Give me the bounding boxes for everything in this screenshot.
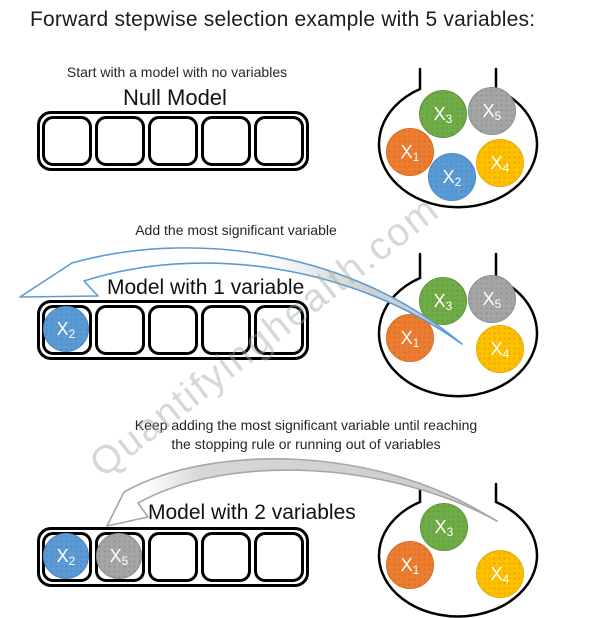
step1-heading: Null Model (123, 85, 227, 110)
step3-heading: Model with 2 variables (148, 501, 356, 524)
model-slot-empty (95, 116, 145, 166)
step1-model-row (37, 111, 309, 171)
model-slot-empty (254, 532, 304, 582)
model-slot-empty (148, 305, 198, 355)
model-slot-empty (42, 116, 92, 166)
step3-caption: Keep adding the most significant variabl… (135, 416, 477, 454)
step1-caption: Start with a model with no variables (66, 64, 288, 80)
step3-caption-line2: the stopping rule or running out of vari… (171, 436, 441, 452)
model-slot-empty (201, 116, 251, 166)
model-slot-empty (148, 116, 198, 166)
model-slot-empty (95, 305, 145, 355)
model-slot-empty (148, 532, 198, 582)
model-slot-empty (201, 532, 251, 582)
model-slot-empty (254, 116, 304, 166)
step2-caption: Add the most significant variable (135, 222, 337, 238)
page-title: Forward stepwise selection example with … (30, 8, 536, 31)
step2-heading: Model with 1 variable (107, 276, 305, 299)
step3-caption-line1: Keep adding the most significant variabl… (134, 417, 478, 433)
